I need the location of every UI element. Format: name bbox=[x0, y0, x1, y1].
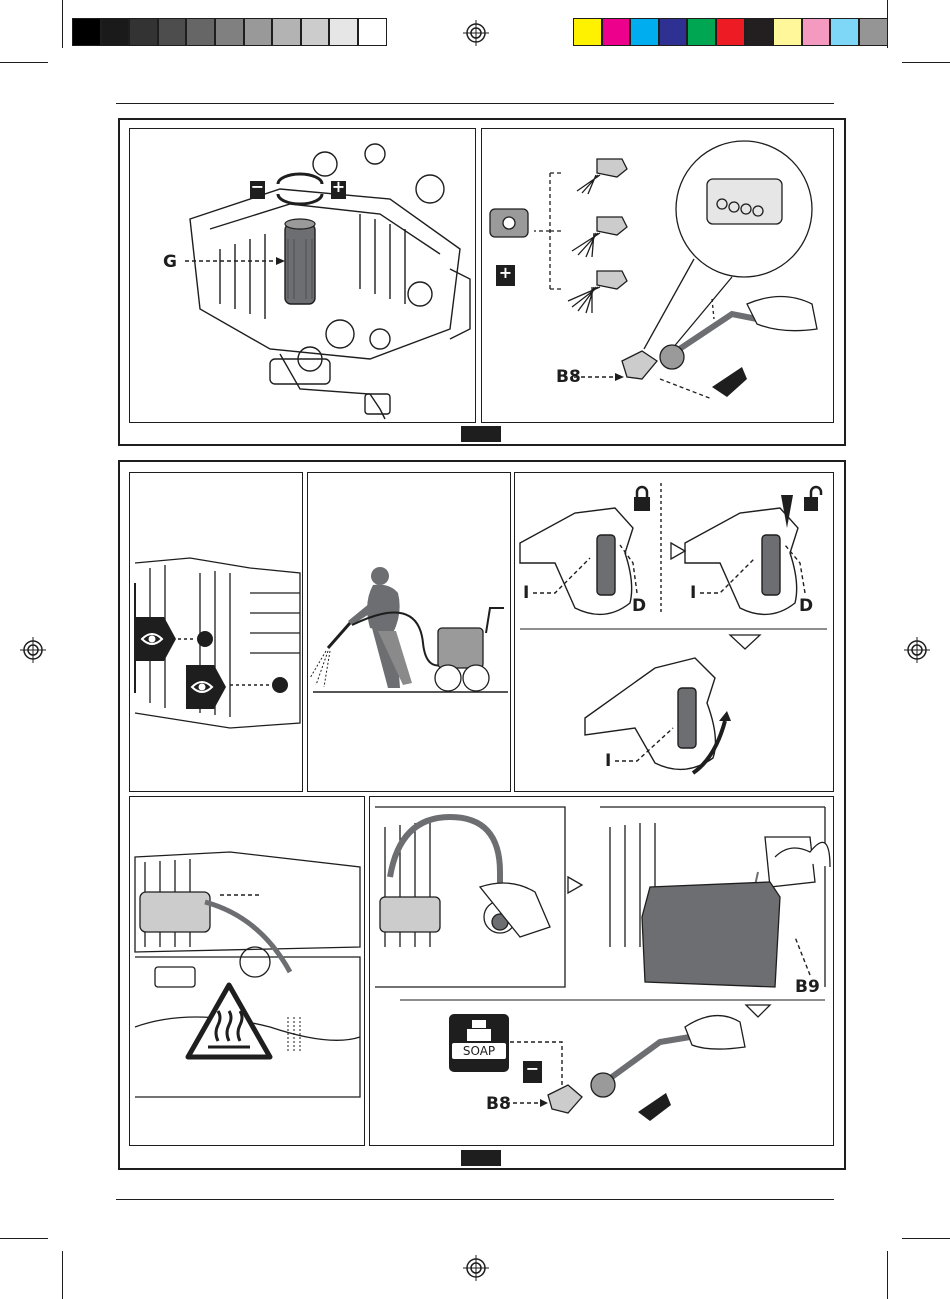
padlock-open-icon bbox=[803, 485, 825, 513]
padlock-closed-icon bbox=[633, 485, 651, 513]
crop-mark bbox=[902, 62, 950, 63]
crop-mark bbox=[62, 0, 63, 48]
color-swatch bbox=[830, 18, 859, 46]
inspection-panel bbox=[129, 472, 303, 792]
crop-mark bbox=[0, 1238, 48, 1239]
nozzle-plus-sign: + bbox=[496, 263, 515, 282]
pressure-valve-label: G bbox=[163, 252, 177, 272]
grayscale-swatch bbox=[329, 18, 358, 46]
color-swatch bbox=[573, 18, 602, 46]
crop-mark bbox=[62, 1251, 63, 1299]
color-swatch bbox=[602, 18, 631, 46]
color-swatch bbox=[716, 18, 745, 46]
registration-mark-icon bbox=[463, 20, 489, 46]
color-swatch bbox=[773, 18, 802, 46]
crop-mark bbox=[887, 1251, 888, 1299]
nozzle-top-label: B8 bbox=[556, 367, 581, 387]
grayscale-swatch bbox=[129, 18, 158, 46]
detergent-illustration bbox=[370, 797, 833, 1145]
nozzle-illustration bbox=[482, 129, 833, 422]
hot-hose-illustration bbox=[130, 797, 364, 1145]
color-swatch bbox=[859, 18, 888, 46]
soap-bottle-cap-icon bbox=[463, 1018, 495, 1042]
registration-mark-icon bbox=[463, 1255, 489, 1281]
registration-mark-icon bbox=[904, 637, 930, 663]
gun-lock-panel: I D I D I bbox=[514, 472, 834, 792]
lock-label-2: D bbox=[799, 596, 813, 616]
nozzle-selection-panel: + B8 bbox=[481, 128, 834, 423]
grayscale-swatch bbox=[101, 18, 130, 46]
color-swatch bbox=[745, 18, 774, 46]
crop-mark bbox=[0, 62, 48, 63]
soap-minus-sign: − bbox=[523, 1059, 542, 1078]
color-swatch bbox=[630, 18, 659, 46]
pump-pressure-panel: − + G bbox=[129, 128, 476, 423]
eye-inspect-icon bbox=[186, 665, 226, 709]
header-rule bbox=[116, 103, 834, 104]
grayscale-swatch bbox=[72, 18, 101, 46]
plus-sign: + bbox=[331, 177, 346, 196]
detergent-panel: B9 B8 − bbox=[369, 796, 834, 1146]
grayscale-swatch bbox=[186, 18, 215, 46]
eye-inspect-icon bbox=[136, 617, 176, 661]
lock-label-1: D bbox=[632, 596, 646, 616]
nozzle-bottom-label: B8 bbox=[486, 1094, 511, 1114]
crop-mark bbox=[902, 1238, 950, 1239]
grayscale-swatch bbox=[244, 18, 273, 46]
pump-illustration bbox=[130, 129, 475, 422]
soap-label: SOAP bbox=[452, 1043, 506, 1059]
bottom-frame-tab bbox=[461, 1150, 501, 1166]
grayscale-swatch bbox=[158, 18, 187, 46]
grayscale-swatch bbox=[272, 18, 301, 46]
hot-surface-panel bbox=[129, 796, 365, 1146]
hot-surface-warning-icon bbox=[184, 981, 274, 1061]
grayscale-swatch bbox=[215, 18, 244, 46]
trigger-label-2: I bbox=[690, 583, 696, 603]
color-swatch bbox=[802, 18, 831, 46]
registration-mark-icon bbox=[20, 637, 46, 663]
operator-spray-panel bbox=[307, 472, 511, 792]
tank-label: B9 bbox=[795, 977, 820, 997]
trigger-label-1: I bbox=[523, 583, 529, 603]
top-frame-tab bbox=[461, 426, 501, 442]
footer-rule bbox=[116, 1199, 834, 1200]
color-swatch bbox=[659, 18, 688, 46]
gun-lock-illustration bbox=[515, 473, 833, 791]
minus-sign: − bbox=[250, 177, 265, 196]
grayscale-swatch bbox=[358, 18, 387, 46]
color-swatch bbox=[687, 18, 716, 46]
operator-illustration bbox=[308, 473, 510, 791]
trigger-label-3: I bbox=[605, 751, 611, 771]
grayscale-swatch bbox=[301, 18, 330, 46]
